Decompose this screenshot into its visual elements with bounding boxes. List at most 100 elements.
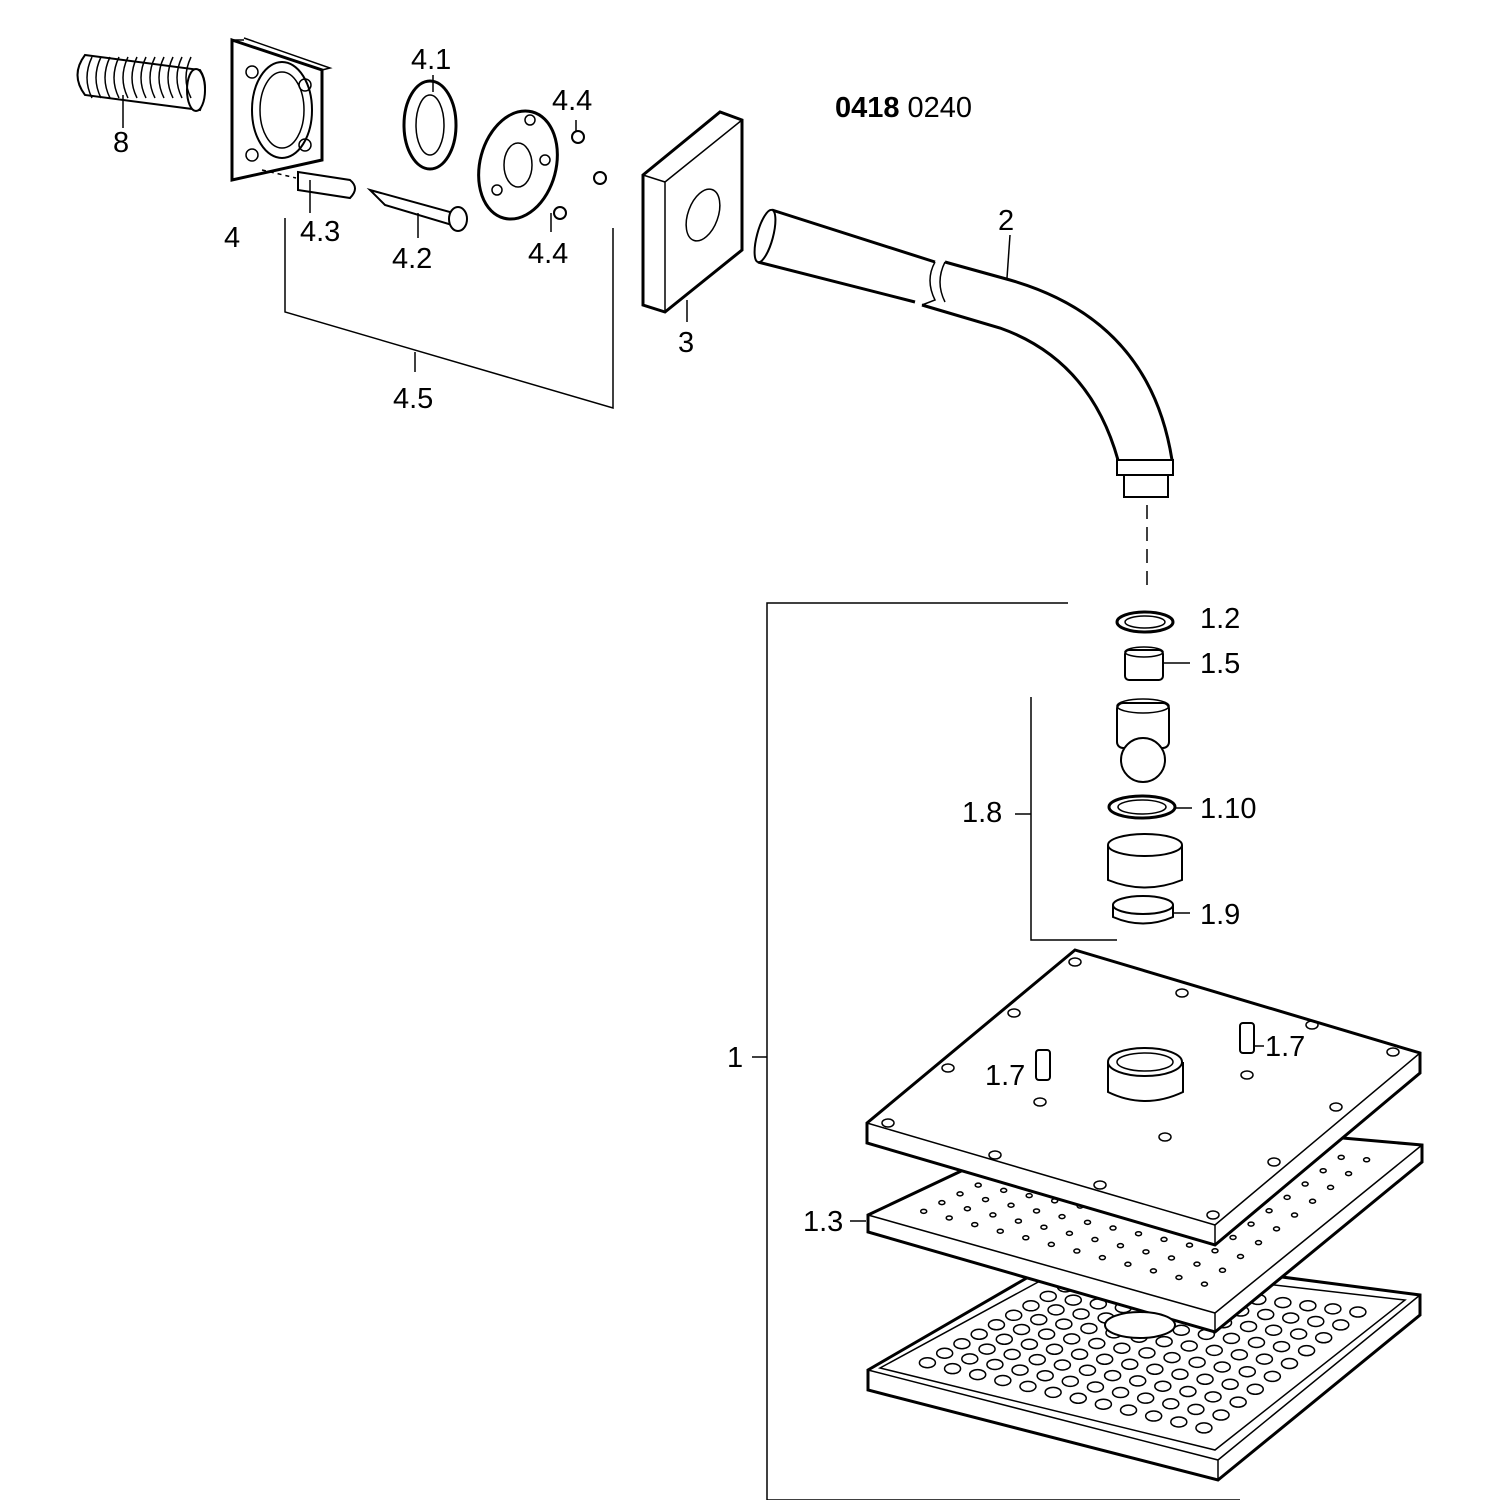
- part-4-mounting-plate: [230, 37, 333, 182]
- label-part-2: 2: [998, 205, 1014, 237]
- label-part-4-3: 4.3: [300, 216, 340, 248]
- nozzle-hole: [1247, 1221, 1255, 1227]
- part-4-3-wall-plug: [261, 169, 356, 213]
- nozzle-hole: [1020, 1338, 1039, 1351]
- nozzle-hole: [1163, 1351, 1181, 1364]
- nozzle-hole: [1212, 1409, 1230, 1421]
- nozzle-hole: [999, 1187, 1008, 1194]
- nozzle-hole: [945, 1215, 953, 1221]
- screw-hole: [1068, 957, 1082, 967]
- nozzle-hole: [1213, 1361, 1231, 1373]
- part-flange-disc: [477, 109, 559, 221]
- screw-hole: [1007, 1008, 1021, 1018]
- nozzle-hole: [1230, 1349, 1249, 1361]
- nozzle-hole: [968, 1368, 987, 1381]
- thread-line: [86, 56, 93, 99]
- nozzle-hole: [987, 1319, 1006, 1331]
- nozzle-hole: [1028, 1353, 1047, 1366]
- nozzle-hole: [956, 1191, 964, 1197]
- nozzle-hole: [1103, 1369, 1122, 1382]
- nozzle-hole: [1349, 1306, 1367, 1318]
- nozzle-hole: [1062, 1333, 1081, 1345]
- screw-hole: [941, 1063, 955, 1073]
- nozzle-hole: [1319, 1167, 1327, 1174]
- nozzle-hole: [1091, 1236, 1099, 1243]
- nozzle-hole: [1204, 1391, 1222, 1403]
- thread-line: [158, 56, 165, 99]
- nozzle-hole: [1154, 1380, 1172, 1392]
- nozzle-hole: [995, 1333, 1014, 1346]
- nozzle-hole: [1083, 1219, 1092, 1226]
- spray-face-tray: [866, 1248, 1422, 1482]
- nozzle-hole: [1025, 1192, 1033, 1199]
- nozzle-hole: [1073, 1248, 1081, 1254]
- nozzle-hole: [1180, 1340, 1198, 1352]
- nozzle-hole: [1281, 1312, 1300, 1324]
- nozzle-hole: [1326, 1184, 1335, 1191]
- part-2-shower-arm: [753, 208, 1174, 590]
- nozzle-hole: [1058, 1213, 1066, 1220]
- thread-line: [176, 56, 183, 99]
- nozzle-hole: [963, 1206, 972, 1212]
- label-part-4-4-top: 4.4: [552, 85, 592, 117]
- nozzle-hole: [1221, 1378, 1239, 1391]
- nozzle-hole: [1185, 1242, 1194, 1248]
- thread-line: [104, 56, 111, 99]
- nozzle-hole: [1283, 1194, 1291, 1201]
- nozzle-hole: [1037, 1328, 1056, 1340]
- nozzle-hole: [1229, 1234, 1237, 1241]
- nozzle-hole: [1272, 1226, 1281, 1232]
- thread-line: [185, 56, 192, 99]
- article-number-bold: 0418: [835, 92, 900, 124]
- nozzle-hole: [1047, 1241, 1056, 1248]
- nozzle-hole: [1045, 1343, 1064, 1356]
- nozzle-hole: [1280, 1357, 1299, 1370]
- part-3-square-rosette: [641, 110, 744, 322]
- screw-hole: [988, 1150, 1002, 1160]
- part-1-9-insert: [1112, 895, 1190, 925]
- screw-hole: [1386, 1047, 1400, 1057]
- nozzle-hole: [1193, 1261, 1201, 1267]
- thread-line: [122, 56, 129, 99]
- nozzle-hole: [1078, 1364, 1097, 1377]
- nozzle-hole: [1195, 1422, 1213, 1434]
- nozzle-hole: [1111, 1386, 1130, 1399]
- nozzle-hole: [1229, 1396, 1247, 1408]
- nozzle-hole: [1222, 1332, 1241, 1345]
- nozzle-hole: [1064, 1294, 1083, 1306]
- nozzle-hole: [1200, 1281, 1209, 1287]
- thread-line: [131, 56, 138, 99]
- nozzle-hole: [1011, 1364, 1029, 1376]
- nozzle-hole: [1014, 1218, 1023, 1224]
- nozzle-hole: [1299, 1299, 1317, 1312]
- nozzle-hole: [1162, 1398, 1180, 1410]
- nozzle-hole: [1109, 1225, 1117, 1231]
- nozzle-hole: [1121, 1358, 1139, 1371]
- nozzle-hole: [953, 1338, 971, 1350]
- nozzle-hole: [970, 1328, 988, 1341]
- nozzle-hole: [1055, 1318, 1073, 1330]
- ball-joint: [1116, 698, 1170, 783]
- shower-head-top-plate: [865, 948, 1422, 1247]
- thread-line: [95, 56, 102, 99]
- nozzle-hole: [1088, 1337, 1106, 1350]
- nozzle-hole: [1188, 1356, 1206, 1369]
- nozzle-hole: [1119, 1404, 1138, 1416]
- nozzle-hole: [1362, 1157, 1371, 1163]
- nozzle-hole: [1155, 1335, 1173, 1348]
- nozzle-hole: [1149, 1268, 1158, 1274]
- nozzle-hole: [1171, 1368, 1189, 1381]
- nozzle-hole: [1128, 1375, 1147, 1387]
- screw-hole: [1175, 988, 1189, 998]
- bracket-1-8: [1015, 697, 1117, 941]
- label-part-4-2: 4.2: [392, 243, 432, 275]
- nozzle-hole: [1170, 1416, 1188, 1428]
- nozzle-hole: [1301, 1181, 1309, 1187]
- nozzle-hole: [1187, 1403, 1205, 1416]
- nozzle-hole: [981, 1196, 990, 1203]
- label-part-1-5: 1.5: [1200, 648, 1240, 680]
- thread-line: [149, 56, 156, 99]
- screw-hole: [1267, 1157, 1281, 1167]
- nozzle-hole: [1032, 1208, 1041, 1214]
